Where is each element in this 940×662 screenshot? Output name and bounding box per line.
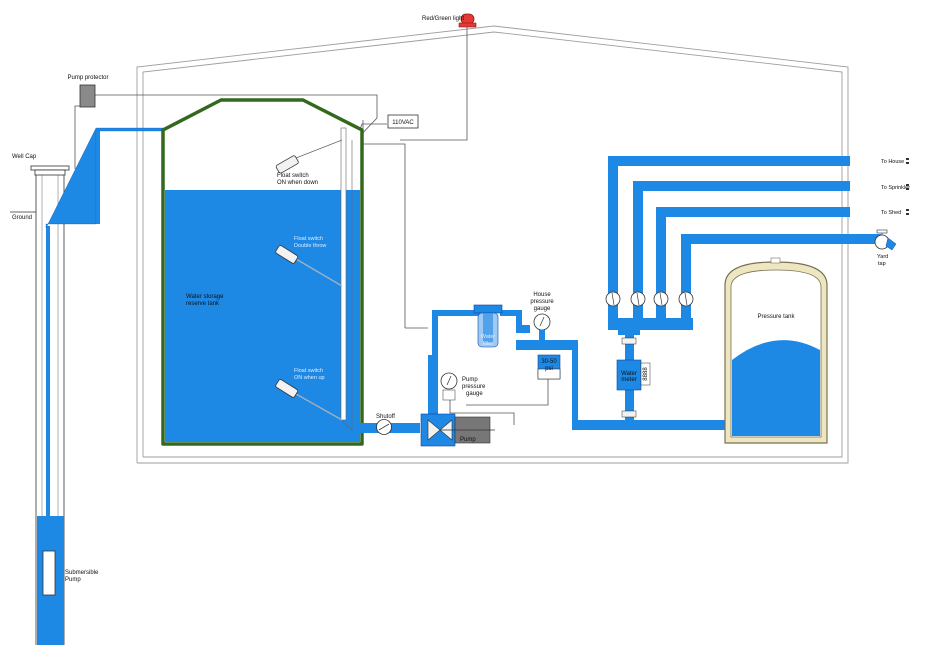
pressure-switch-label-2: psi [545,366,553,372]
branch-valve-2 [630,291,646,307]
pump-protector-box [79,84,96,108]
outlet-arrow-house [906,158,909,164]
water-meter-label-1: Water [621,371,637,377]
ground-label: Ground [12,215,32,221]
to-sprinkler-label: To Sprinkler [881,185,910,191]
house-gauge-label-3: gauge [534,306,551,312]
submersible-pump-label-2: Pump [65,577,81,583]
pump-label: Pump [460,437,476,443]
water-storage-tank [161,98,364,446]
pump-gauge-label-2: pressure [462,384,486,390]
pump-gauge-label-3: gauge [466,391,483,397]
control-wiring [74,26,549,425]
house-gauge-label-2: pressure [530,299,554,305]
float-switch-top [275,139,343,174]
float-bottom-label-1: Float switch [294,368,323,374]
tank-label-2: reserve tank [186,301,220,307]
submersible-pump-label-1: Submersible [65,570,99,576]
vac-box [387,114,419,129]
tank-label-1: Water storage [186,294,224,300]
float-column [340,127,353,431]
submersible-pump [42,550,56,596]
yard-tap-label-1: Yard [877,254,888,260]
yard-tap [874,229,897,251]
yard-tap-label-2: tap [878,261,886,267]
to-shed-label: To Shed [881,210,901,216]
float-top-label-1: Float switch [277,173,309,179]
water-filter-label-1: Water [481,334,496,340]
meter-reading: 8888 [643,367,649,381]
vac-label: 110VAC [392,120,414,126]
water-filter [473,304,503,348]
house-gauge-label-1: House [533,292,551,298]
outlet-arrow-sprinkler [906,184,909,190]
pump [420,413,495,447]
branch-valve-1 [605,291,621,307]
branch-valve-4 [678,291,694,307]
float-switch-middle [275,245,343,287]
distribution-manifold [608,156,881,335]
meter-display [640,362,651,386]
float-mid-label-1: Float switch [294,236,323,242]
red-green-light-label: Red/Green light [422,16,464,22]
float-bottom-label-2: ON when up [294,375,325,381]
float-switch-bottom [275,379,343,421]
red-green-light [458,13,477,28]
pressure-tank-label: Pressure tank [757,314,795,320]
pump-protector-label: Pump protector [67,75,108,81]
pressure-switch-label-1: 30-50 [541,359,557,365]
building-outline [136,25,849,464]
shutoff-label: Shutoff [376,414,395,420]
float-mid-label-2: Double throw [294,243,326,249]
float-top-label-2: ON when down [277,180,318,186]
well-riser-pipe [46,226,50,516]
water-filter-label-2: filter [483,341,494,347]
well-cap-label: Well Cap [12,154,37,160]
to-house-label: To House [881,159,904,165]
branch-valve-3 [653,291,669,307]
supply-pipe-vertical [96,131,100,224]
outlet-arrow-shed [906,209,909,215]
water-meter-label-2: meter [621,377,636,383]
pump-gauge-label-1: Pump [462,377,478,383]
pressure-tank [724,257,828,444]
